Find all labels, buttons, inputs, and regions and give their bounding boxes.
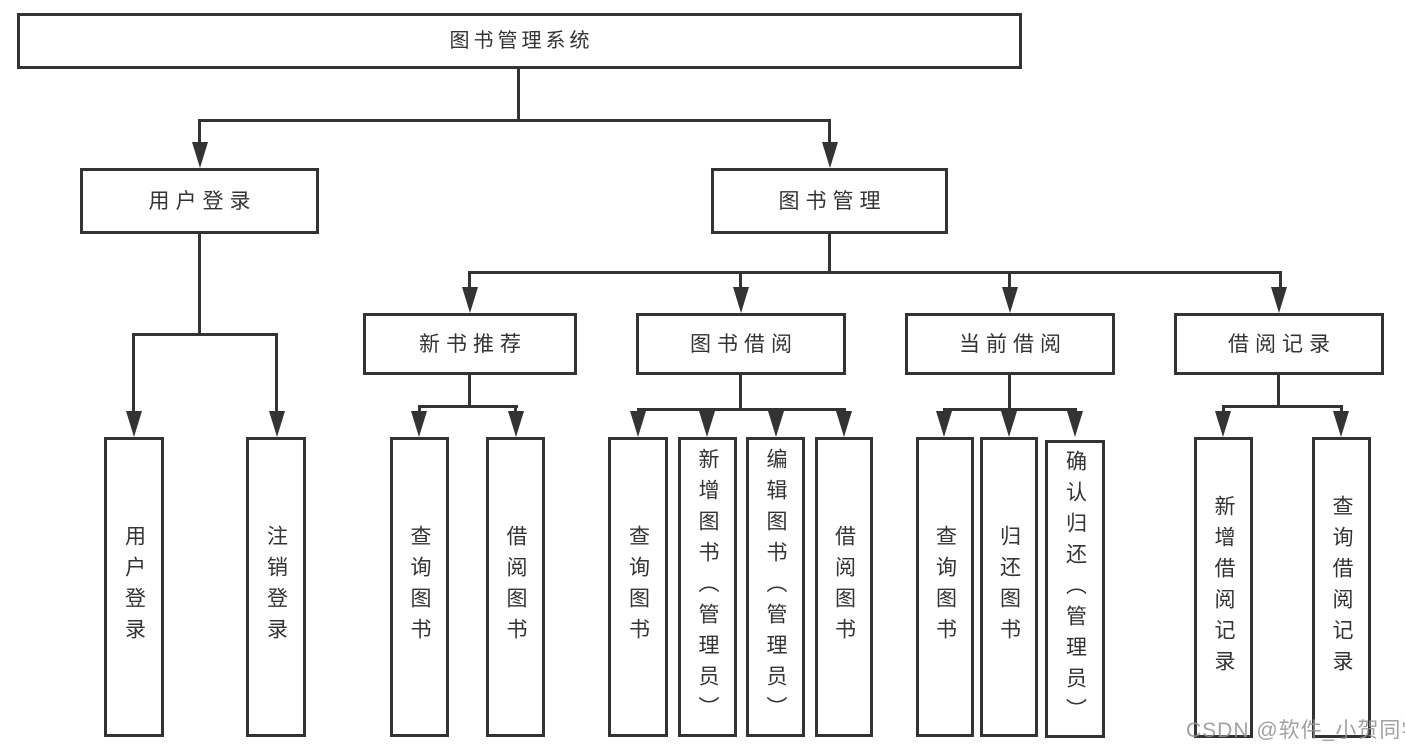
leaf-logout: 注销登录 — [246, 437, 306, 737]
node-label: 查询借阅记录 — [1330, 494, 1354, 681]
arrow-down-icon — [508, 411, 524, 437]
node-label: 图书借阅 — [690, 332, 798, 356]
leaf-edit-books-admin: 编辑图书（管理员） — [746, 437, 805, 737]
connector-line — [517, 68, 520, 121]
node-label: 新书推荐 — [419, 332, 527, 356]
connector-line — [418, 405, 518, 408]
connector-line — [943, 408, 1077, 411]
node-current-borrowing: 当前借阅 — [905, 313, 1115, 375]
arrow-down-icon — [936, 411, 952, 437]
node-label: 查询图书 — [408, 525, 432, 649]
arrow-down-icon — [192, 142, 208, 168]
connector-line — [828, 119, 831, 149]
node-book-management: 图书管理 — [711, 168, 948, 234]
connector-line — [468, 271, 1282, 274]
node-library-management-system: 图书管理系统 — [17, 13, 1022, 69]
connector-line — [1008, 375, 1011, 411]
arrow-down-icon — [836, 411, 852, 437]
connector-line — [739, 271, 742, 291]
node-label: 用户登录 — [122, 525, 146, 649]
arrow-down-icon — [1002, 287, 1018, 313]
arrow-down-icon — [462, 287, 478, 313]
node-label: 查询图书 — [626, 525, 650, 649]
node-label: 新增借阅记录 — [1212, 494, 1236, 681]
leaf-return-books: 归还图书 — [980, 437, 1038, 737]
connector-line — [275, 333, 278, 417]
watermark: CSDN @软件_小贺同学 — [1186, 719, 1405, 742]
connector-line — [132, 333, 278, 336]
connector-line — [1222, 405, 1343, 408]
node-label: 新增图书（管理员） — [696, 447, 720, 727]
leaf-query-borrow-record: 查询借阅记录 — [1312, 437, 1371, 738]
node-label: 归还图书 — [997, 525, 1021, 649]
node-label: 图书管理系统 — [449, 30, 594, 52]
connector-line — [1008, 271, 1011, 291]
arrow-down-icon — [126, 411, 142, 437]
arrow-down-icon — [1067, 411, 1083, 437]
connector-line — [198, 233, 201, 336]
connector-line — [198, 119, 831, 122]
connector-line — [468, 271, 471, 291]
arrow-down-icon — [1215, 411, 1231, 437]
leaf-confirm-return-admin: 确认归还（管理员） — [1045, 440, 1105, 738]
node-label: 确认归还（管理员） — [1063, 449, 1087, 729]
connector-line — [418, 405, 421, 415]
node-new-book-recommendation: 新书推荐 — [363, 313, 577, 375]
arrow-down-icon — [269, 411, 285, 437]
leaf-add-borrow-record: 新增借阅记录 — [1194, 437, 1253, 738]
connector-line — [132, 333, 135, 417]
leaf-borrow-books: 借阅图书 — [815, 437, 873, 737]
arrow-down-icon — [768, 411, 784, 437]
leaf-query-books-current: 查询图书 — [916, 437, 974, 737]
leaf-borrow-books-recommend: 借阅图书 — [486, 437, 545, 737]
connector-line — [1340, 405, 1343, 415]
connector-line — [1222, 405, 1225, 415]
node-label: 编辑图书（管理员） — [764, 447, 788, 727]
connector-line — [1277, 375, 1280, 408]
leaf-user-login: 用户登录 — [104, 437, 164, 737]
arrow-down-icon — [411, 411, 427, 437]
connector-line — [514, 405, 517, 415]
connector-line — [637, 408, 846, 411]
node-label: 用户登录 — [148, 189, 257, 213]
node-label: 图书管理 — [778, 189, 887, 213]
arrow-down-icon — [699, 411, 715, 437]
leaf-add-books-admin: 新增图书（管理员） — [678, 437, 737, 737]
arrow-down-icon — [1333, 411, 1349, 437]
leaf-query-books-recommend: 查询图书 — [390, 437, 449, 737]
arrow-down-icon — [1271, 287, 1287, 313]
node-label: 当前借阅 — [959, 332, 1067, 356]
connector-line — [1279, 271, 1282, 291]
node-label: 借阅图书 — [832, 525, 856, 649]
node-book-borrowing: 图书借阅 — [636, 313, 846, 375]
connector-line — [468, 375, 471, 408]
arrow-down-icon — [733, 287, 749, 313]
arrow-down-icon — [822, 142, 838, 168]
arrow-down-icon — [1001, 411, 1017, 437]
connector-line — [739, 375, 742, 411]
node-label: 查询图书 — [933, 525, 957, 649]
arrow-down-icon — [630, 411, 646, 437]
node-label: 借阅记录 — [1228, 332, 1336, 356]
connector-line — [198, 119, 201, 149]
connector-line — [828, 234, 831, 274]
node-label: 借阅图书 — [504, 525, 528, 649]
node-user-login: 用户登录 — [80, 168, 319, 234]
node-borrowing-records: 借阅记录 — [1174, 313, 1384, 375]
node-label: 注销登录 — [264, 525, 288, 649]
leaf-query-books-borrowing: 查询图书 — [608, 437, 668, 737]
